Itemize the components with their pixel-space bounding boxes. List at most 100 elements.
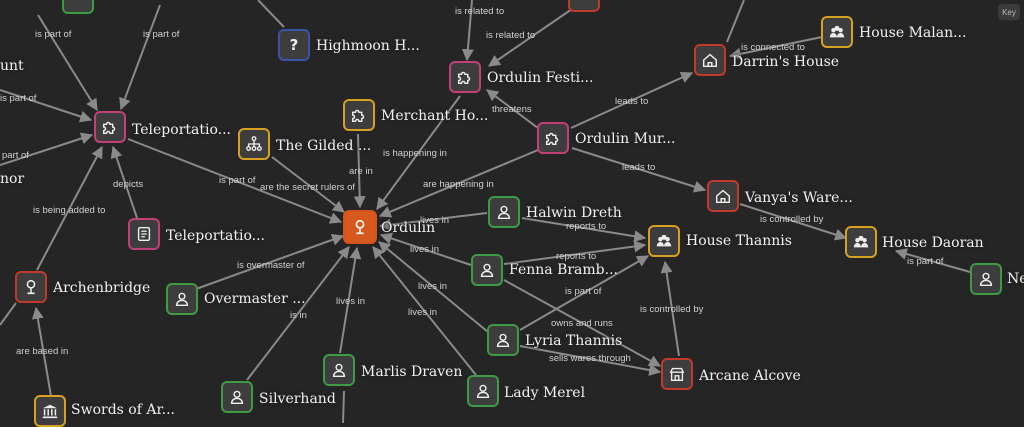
node-fenna-bramble[interactable] [471,254,503,286]
edge[interactable] [246,246,350,381]
edge-label: is controlled by [760,214,824,225]
edge[interactable] [0,89,93,123]
edge-label: are the secret rulers of [260,182,355,193]
person-icon [332,363,346,378]
node-lady-merel[interactable] [467,375,499,407]
edge[interactable] [726,0,745,43]
edge[interactable] [503,240,647,265]
group-icon [829,25,845,38]
edge[interactable] [571,147,707,193]
edge-label: depicts [113,179,143,190]
edge-label: reports to [556,251,596,262]
edge[interactable] [0,132,94,166]
puzzle-icon [351,109,365,123]
edge[interactable] [570,72,694,129]
partial-place-node[interactable] [568,0,600,12]
edge[interactable] [378,241,489,333]
person-icon [476,384,490,399]
map-pin-icon [355,219,365,235]
edge[interactable] [127,138,343,224]
edge[interactable] [379,232,472,266]
node-merchant-house[interactable] [343,99,375,131]
edge[interactable] [195,234,345,290]
edge[interactable] [660,260,680,357]
node-ordulin[interactable] [343,210,377,244]
edge-label: is controlled by [640,304,704,315]
edge[interactable] [353,133,366,209]
edge[interactable] [728,36,823,60]
node-swords-of-ar[interactable] [34,395,66,427]
edge-label: is part of [565,286,602,297]
edge-label: is part of [219,175,256,186]
edge[interactable] [37,14,98,112]
node-highmoon[interactable]: ? [278,29,310,61]
key-button[interactable]: Key [998,4,1020,20]
edge-label: lives in [420,215,449,226]
edge-label: sells wares through [549,353,631,364]
edge[interactable] [521,217,647,243]
edge[interactable] [378,149,539,218]
edge[interactable] [110,145,138,219]
edge[interactable] [486,89,539,129]
edge[interactable] [739,203,848,241]
node-label: Merchant Ho... [381,108,489,124]
edge[interactable] [342,390,345,423]
edge-label: are based in [16,346,68,357]
node-silverhand[interactable] [221,381,253,413]
person-icon [175,292,189,307]
node-house-thannis[interactable] [648,225,680,257]
edge-label: is happening in [383,148,447,159]
node-partial-ne[interactable] [970,263,1002,295]
map-pin-icon [26,279,36,295]
edge-label: lives in [408,307,437,318]
edge[interactable] [339,246,362,354]
edge[interactable] [519,345,662,376]
edge-label: owns and runs [551,318,613,329]
node-label: Teleportatio... [132,122,231,138]
edge[interactable] [378,212,488,231]
edge-label: is part of [907,256,944,267]
edge-label: is being added to [33,205,105,216]
node-label: The Gilded ... [276,138,372,154]
edge[interactable] [36,145,103,271]
group-icon [853,235,869,248]
node-label: House Daoran [882,235,984,251]
edge[interactable] [376,95,461,210]
node-ordulin-murders[interactable] [537,122,569,154]
node-teleportation-document[interactable] [128,218,160,250]
node-darrins-house[interactable] [694,44,726,76]
node-label: Ne [1007,271,1024,287]
edge-label: is part of [35,29,72,40]
node-label: Highmoon H... [316,38,420,54]
node-label: Silverhand [259,391,336,407]
node-house-daoran[interactable] [845,226,877,258]
node-the-gilded[interactable] [238,128,270,160]
person-icon [496,333,510,348]
edge[interactable] [894,248,971,273]
node-halwin-dreth[interactable] [488,196,520,228]
edge-label: are happening in [423,179,494,190]
edge[interactable] [257,0,285,28]
node-archenbridge[interactable] [15,271,47,303]
node-label: House Thannis [686,233,792,249]
edge[interactable] [488,8,573,67]
edge[interactable] [271,156,345,213]
node-label: House Malan... [859,25,967,41]
edge[interactable] [0,302,17,326]
node-overmaster[interactable] [166,283,198,315]
node-vanyas-warehouse[interactable] [707,180,739,212]
node-arcane-alcove[interactable] [661,358,693,390]
node-teleportation-circle[interactable] [94,111,126,143]
edge-label: are in [349,166,373,177]
edge[interactable] [519,255,650,331]
edge[interactable] [461,0,474,62]
node-marlis-draven[interactable] [323,354,355,386]
edge[interactable] [31,306,52,397]
partial-person-node[interactable] [62,0,94,14]
edge[interactable] [503,279,662,367]
edge[interactable] [372,246,477,376]
node-ordulin-festival[interactable] [449,61,481,93]
node-lyria-thannis[interactable] [487,324,519,356]
node-house-malan[interactable] [821,16,853,48]
edge[interactable] [119,4,161,111]
